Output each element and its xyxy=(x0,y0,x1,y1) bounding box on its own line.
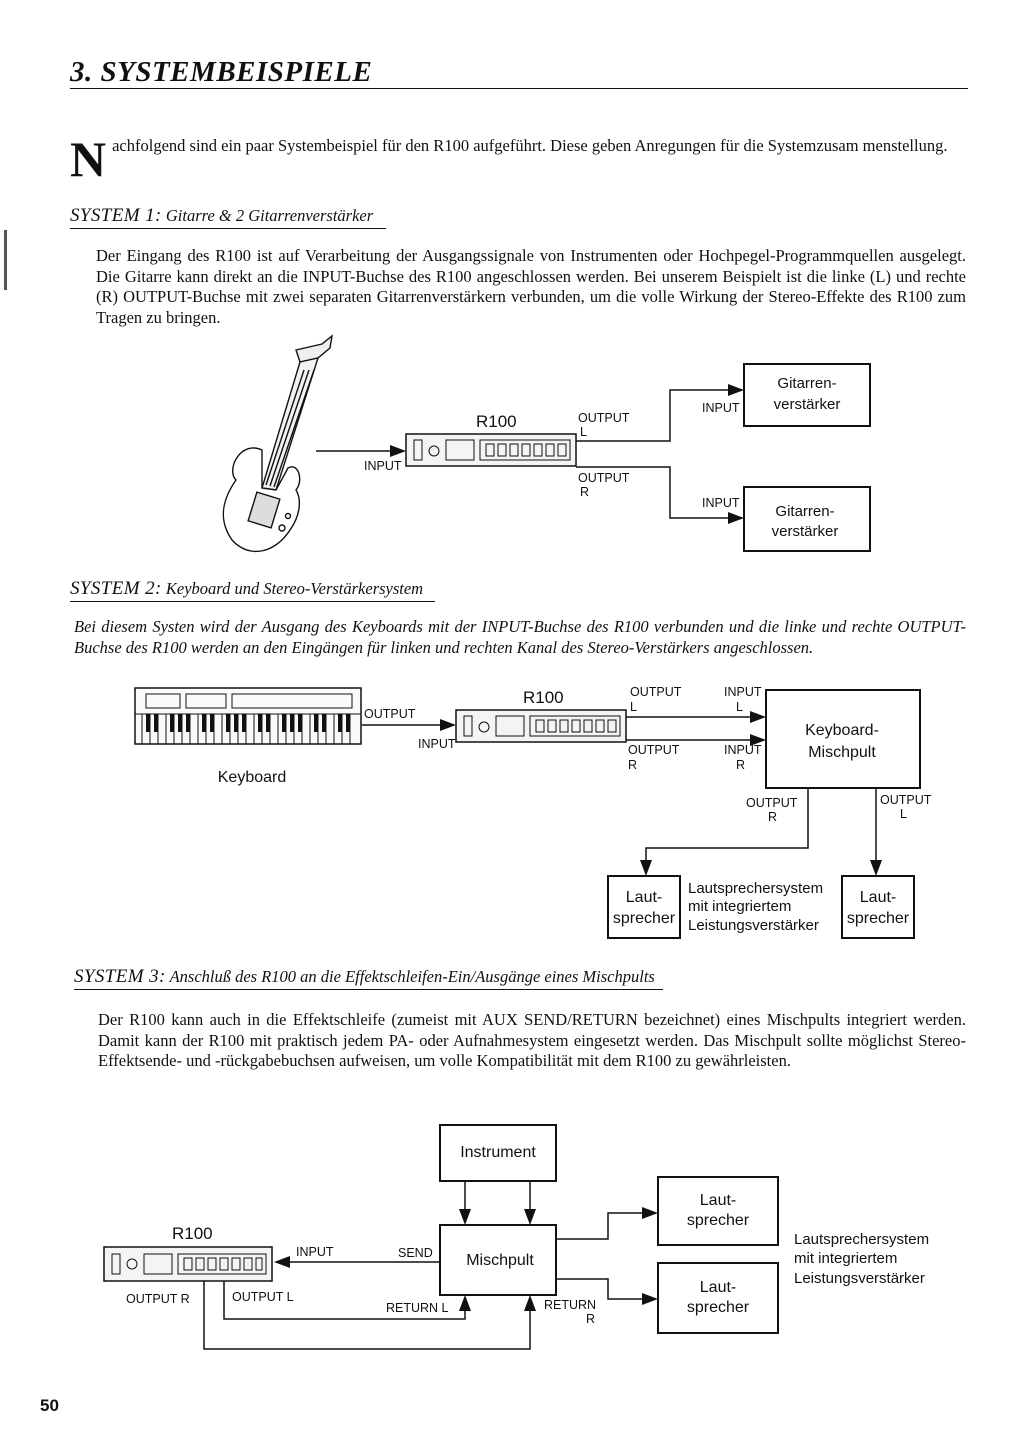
system2-label: SYSTEM 2: xyxy=(70,578,162,599)
mixer-input-l-channel: L xyxy=(736,700,743,714)
drop-cap: N xyxy=(70,131,107,187)
mixer-line1: Keyboard- xyxy=(805,722,879,739)
speaker-right-box xyxy=(841,875,915,939)
speaker-top-line2: sprecher xyxy=(687,1212,750,1229)
system2-heading: SYSTEM 2: Keyboard und Stereo-Verstärker… xyxy=(70,578,436,602)
speaker-left-line2: sprecher xyxy=(613,910,676,927)
mixer-output-r-channel: R xyxy=(768,810,777,824)
amp2-input-label: INPUT xyxy=(702,496,740,510)
system3-speaker-system-line1: Lautsprechersystem xyxy=(794,1231,929,1248)
system2-speaker-system-line1: Lautsprechersystem xyxy=(688,880,823,897)
system1-title: Gitarre & 2 Gitarrenverstärker xyxy=(161,206,374,225)
output-l-label: OUTPUT xyxy=(578,411,630,425)
mixer-label: Mischpult xyxy=(466,1252,534,1269)
mixer-output-l-channel: L xyxy=(900,807,907,821)
r100-label: R100 xyxy=(476,412,517,431)
system1-text: Der Eingang des R100 ist auf Verarbeitun… xyxy=(96,246,966,327)
system3-title: Anschluß des R100 an die Effektschleifen… xyxy=(165,967,655,986)
r100-input-label-2: INPUT xyxy=(418,737,456,751)
return-r-label: RETURN xyxy=(544,1298,596,1312)
speaker-left-line1: Laut- xyxy=(626,889,662,906)
amp1-box xyxy=(743,363,871,427)
r100-output-l-label: OUTPUT xyxy=(630,685,682,699)
system2-diagram: Keyboard OUTPUT INPUT R100 OUTPUT L OUTP… xyxy=(134,685,932,939)
speaker-top-line1: Laut- xyxy=(700,1192,736,1209)
guitar-icon xyxy=(222,334,333,553)
system3-speaker-system-line3: Leistungsverstärker xyxy=(794,1270,925,1287)
system1-diagram: INPUT R100 OUTPUT L OUTPUT R INPUT INPUT… xyxy=(222,334,871,553)
amp1-line1: Gitarren- xyxy=(777,375,836,392)
return-l-label: RETURN L xyxy=(386,1301,449,1315)
instrument-label: Instrument xyxy=(460,1144,536,1161)
amp2-line2: verstärker xyxy=(772,523,839,540)
speaker-top-box xyxy=(657,1176,779,1246)
r100-input-label-3: INPUT xyxy=(296,1245,334,1259)
output-l-label-3: OUTPUT L xyxy=(232,1290,294,1304)
return-r-channel: R xyxy=(586,1312,595,1326)
r100-output-r-channel: R xyxy=(628,758,637,772)
mixer-box xyxy=(439,1224,557,1296)
r100-output-l-channel: L xyxy=(630,700,637,714)
system2-speaker-system-line2: mit integriertem xyxy=(688,898,791,915)
mixer-input-r-label: INPUT xyxy=(724,743,762,757)
speaker-bottom-line2: sprecher xyxy=(687,1299,750,1316)
speaker-bottom-box xyxy=(657,1262,779,1334)
keyboard-icon xyxy=(134,687,362,745)
amp2-line1: Gitarren- xyxy=(775,503,834,520)
intro-text: achfolgend sind ein paar Systembeispiel … xyxy=(112,136,948,155)
r100-unit-icon-2 xyxy=(455,709,627,743)
system1-label: SYSTEM 1: xyxy=(70,205,162,226)
system2-speaker-system-line3: Leistungsverstärker xyxy=(688,917,819,934)
r100-unit-icon xyxy=(405,433,577,467)
mixer-input-r-channel: R xyxy=(736,758,745,772)
speaker-bottom-line1: Laut- xyxy=(700,1279,736,1296)
r100-input-label: INPUT xyxy=(364,459,402,473)
system2-text: Bei diesem Systen wird der Ausgang des K… xyxy=(74,617,966,657)
mixer-output-l-label: OUTPUT xyxy=(880,793,932,807)
keyboard-label: Keyboard xyxy=(218,769,287,786)
output-r-label-3: OUTPUT R xyxy=(126,1292,190,1306)
speaker-left-box xyxy=(607,875,681,939)
output-l-channel: L xyxy=(580,425,587,439)
r100-label-3: R100 xyxy=(172,1224,213,1243)
system2-title: Keyboard und Stereo-Verstärkersystem xyxy=(161,579,424,598)
keyboard-output-label: OUTPUT xyxy=(364,707,416,721)
keyboard-mixer-box xyxy=(765,689,921,789)
system3-speaker-system-line2: mit integriertem xyxy=(794,1250,897,1267)
system1-heading: SYSTEM 1: Gitarre & 2 Gitarrenverstärker xyxy=(70,205,386,229)
output-r-channel: R xyxy=(580,485,589,499)
binding-mark xyxy=(4,230,7,290)
instrument-box xyxy=(439,1124,557,1182)
amp2-box xyxy=(743,486,871,552)
speaker-right-line1: Laut- xyxy=(860,889,896,906)
system3-heading: SYSTEM 3: Anschluß des R100 an die Effek… xyxy=(74,966,664,990)
mixer-line2: Mischpult xyxy=(808,744,876,761)
system3-text: Der R100 kann auch in die Effektschleife… xyxy=(98,1010,966,1070)
page-number: 50 xyxy=(40,1396,59,1415)
title-rule xyxy=(70,88,968,89)
mixer-output-r-label: OUTPUT xyxy=(746,796,798,810)
mixer-input-l-label: INPUT xyxy=(724,685,762,699)
page-title: 3. SYSTEMBEISPIELE xyxy=(70,56,373,88)
r100-label-2: R100 xyxy=(523,688,564,707)
system3-label: SYSTEM 3: xyxy=(74,966,166,987)
r100-unit-icon-3 xyxy=(103,1246,273,1282)
speaker-right-line2: sprecher xyxy=(847,910,910,927)
output-r-label: OUTPUT xyxy=(578,471,630,485)
r100-output-r-label: OUTPUT xyxy=(628,743,680,757)
amp1-line2: verstärker xyxy=(774,396,841,413)
amp1-input-label: INPUT xyxy=(702,401,740,415)
system3-diagram: Instrument Mischpult R100 INPUT SEND OUT… xyxy=(103,1124,929,1350)
send-label: SEND xyxy=(398,1246,433,1260)
